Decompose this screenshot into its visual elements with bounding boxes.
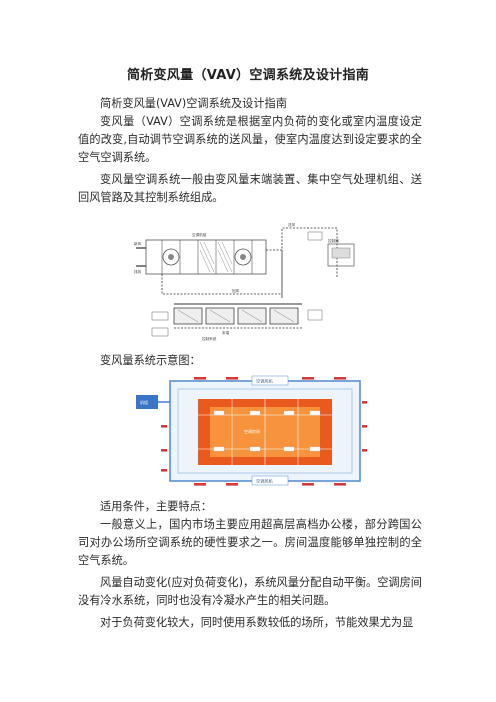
left-box-label: 机组	[140, 399, 148, 405]
paragraph-features: 风量自动变化(应对负荷变化)，系统风量分配自动平衡。空调房间没有冷水系统，同时也…	[78, 576, 422, 607]
paragraph-definition: 变风量（VAV）空调系统是根据室内负荷的变化或室内温度设定值的改变,自动调节空调…	[78, 115, 422, 164]
label-return-air: 回风	[232, 288, 240, 293]
center-label: 空调房间	[244, 428, 260, 434]
left-unit-box	[136, 395, 158, 409]
paragraph-composition: 变风量空调系统一般由变风量末端装置、集中空气处理机组、送回风管路及其控制系统组成…	[78, 173, 422, 204]
paragraph-energy: 对于负荷变化较大，同时使用系数较低的场所，节能效果尤为显	[100, 616, 414, 629]
label-ahu: 空调机组	[192, 232, 207, 237]
label-control-system: 控制系统	[202, 336, 217, 341]
label-fresh-air: 新风	[134, 241, 142, 246]
top-label: 空调风机	[256, 378, 274, 385]
label-exhaust-air: 排风	[134, 269, 142, 274]
section-heading: 适用条件，主要特点：	[100, 500, 212, 513]
bottom-label: 空调风机	[256, 478, 274, 485]
figure-caption: 变风量系统示意图：	[100, 354, 201, 367]
paragraph-application: 一般意义上，国内市场主要应用超高层高档办公楼，部分跨国公司对办公场所空调系统的硬…	[78, 518, 422, 567]
label-supply-air: 送风	[288, 222, 296, 227]
label-terminal: 末端	[222, 330, 230, 335]
vav-schematic-diagram: 新风 排风 空调机组 送风 回风 末端 控制器 控制系统	[132, 218, 364, 342]
label-controller: 控制器	[328, 238, 339, 243]
intro-subtitle: 简析变风量(VAV)空调系统及设计指南	[100, 97, 287, 110]
vav-floor-diagram: 机组 空调风机 空调风机 空调房间	[134, 375, 368, 488]
page-title: 简析变风量（VAV）空调系统及设计指南	[126, 68, 370, 83]
